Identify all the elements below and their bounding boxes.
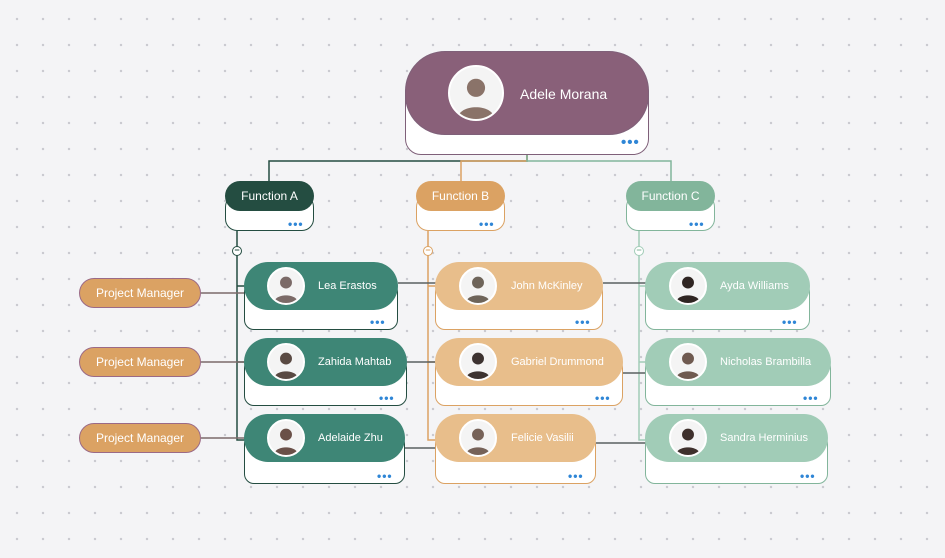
collapse-toggle-b[interactable]: − (423, 246, 433, 256)
member-more-button[interactable]: ••• (568, 469, 584, 483)
person-avatar-icon (669, 267, 707, 305)
project-manager-label[interactable]: Project Manager (79, 423, 201, 453)
project-manager-label[interactable]: Project Manager (79, 347, 201, 377)
member-node[interactable]: Ayda Williams ••• (645, 262, 810, 330)
collapse-toggle-c[interactable]: − (634, 246, 644, 256)
person-avatar-icon (267, 419, 305, 457)
member-node[interactable]: Adelaide Zhu ••• (244, 414, 405, 484)
member-name: Zahida Mahtab (318, 356, 392, 368)
member-more-button[interactable]: ••• (377, 469, 393, 483)
function-a-pill: Function A (225, 181, 314, 211)
function-a-node[interactable]: Function A ••• (225, 181, 314, 231)
function-c-pill: Function C (626, 181, 715, 211)
person-avatar-icon (669, 419, 707, 457)
member-pill: Adelaide Zhu (244, 414, 405, 462)
function-c-node[interactable]: Function C ••• (626, 181, 715, 231)
member-more-button[interactable]: ••• (595, 391, 611, 405)
member-node[interactable]: Gabriel Drummond ••• (435, 338, 623, 406)
root-name: Adele Morana (520, 86, 608, 102)
member-more-button[interactable]: ••• (800, 469, 816, 483)
root-node[interactable]: Adele Morana ••• (405, 51, 649, 155)
person-avatar-icon (459, 419, 497, 457)
member-pill: Lea Erastos (244, 262, 398, 310)
function-a-more-button[interactable]: ••• (288, 217, 304, 231)
person-avatar-icon (448, 65, 504, 121)
member-node[interactable]: Felicie Vasilii ••• (435, 414, 596, 484)
function-b-label: Function B (431, 189, 490, 203)
member-more-button[interactable]: ••• (575, 315, 591, 329)
member-more-button[interactable]: ••• (379, 391, 395, 405)
member-name: Lea Erastos (318, 280, 377, 292)
member-node[interactable]: John McKinley ••• (435, 262, 603, 330)
member-node[interactable]: Nicholas Brambilla ••• (645, 338, 831, 406)
function-b-pill: Function B (416, 181, 505, 211)
member-name: John McKinley (511, 280, 583, 292)
root-pill: Adele Morana (405, 51, 649, 135)
person-avatar-icon (459, 343, 497, 381)
collapse-toggle-a[interactable]: − (232, 246, 242, 256)
project-manager-label[interactable]: Project Manager (79, 278, 201, 308)
person-avatar-icon (669, 343, 707, 381)
function-c-more-button[interactable]: ••• (689, 217, 705, 231)
member-name: Ayda Williams (720, 280, 789, 292)
member-more-button[interactable]: ••• (370, 315, 386, 329)
member-node[interactable]: Sandra Herminius ••• (645, 414, 828, 484)
member-pill: Sandra Herminius (645, 414, 828, 462)
member-more-button[interactable]: ••• (782, 315, 798, 329)
person-avatar-icon (267, 267, 305, 305)
function-b-more-button[interactable]: ••• (479, 217, 495, 231)
member-pill: Ayda Williams (645, 262, 810, 310)
member-name: Felicie Vasilii (511, 432, 574, 444)
member-more-button[interactable]: ••• (803, 391, 819, 405)
member-name: Nicholas Brambilla (720, 356, 812, 368)
member-pill: Nicholas Brambilla (645, 338, 831, 386)
person-avatar-icon (459, 267, 497, 305)
member-pill: Felicie Vasilii (435, 414, 596, 462)
member-name: Gabriel Drummond (511, 356, 604, 368)
member-pill: Zahida Mahtab (244, 338, 407, 386)
function-c-label: Function C (641, 189, 700, 203)
member-node[interactable]: Lea Erastos ••• (244, 262, 398, 330)
function-a-label: Function A (241, 189, 298, 203)
member-node[interactable]: Zahida Mahtab ••• (244, 338, 407, 406)
function-b-node[interactable]: Function B ••• (416, 181, 505, 231)
member-pill: Gabriel Drummond (435, 338, 623, 386)
person-avatar-icon (267, 343, 305, 381)
member-pill: John McKinley (435, 262, 603, 310)
root-more-button[interactable]: ••• (621, 134, 640, 151)
member-name: Adelaide Zhu (318, 432, 383, 444)
member-name: Sandra Herminius (720, 432, 809, 444)
